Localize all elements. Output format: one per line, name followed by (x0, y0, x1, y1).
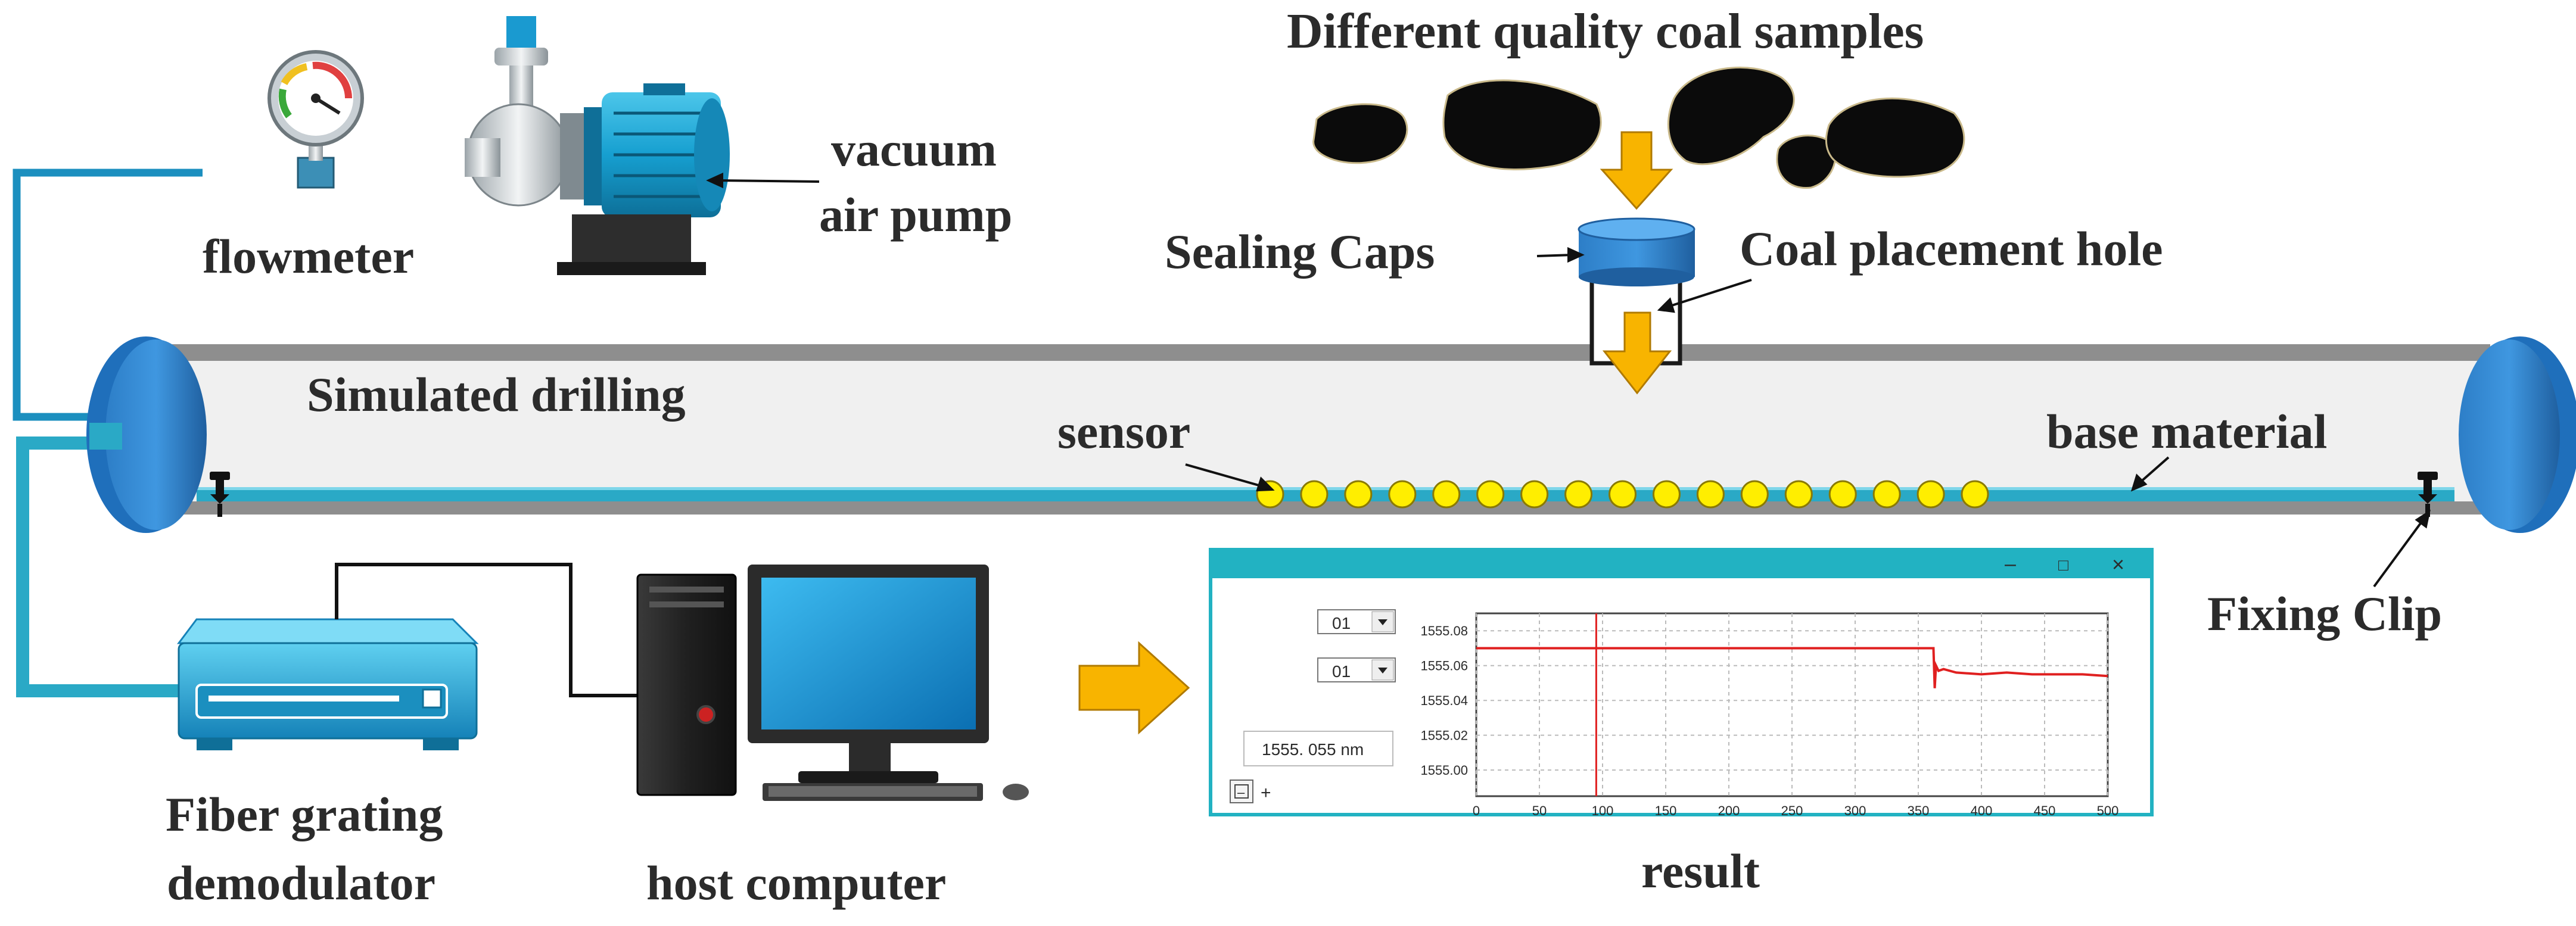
host-computer-icon (636, 565, 1029, 801)
fiber-grating-demodulator-icon (177, 618, 479, 750)
maximize-button[interactable]: □ (2058, 556, 2068, 574)
right-arrow-icon (1078, 641, 1190, 735)
y-tick-label: 1555.08 (1420, 623, 1468, 638)
pump-label-line2: air pump (819, 188, 1012, 242)
svg-text:01: 01 (1332, 662, 1351, 681)
page-title: Different quality coal samples (1287, 4, 1924, 59)
flowmeter-icon (267, 50, 364, 189)
sensor-node (1696, 480, 1725, 509)
data-cable (335, 563, 637, 697)
sealing-cap (1578, 217, 1695, 286)
zoom-out-button[interactable]: – (1230, 780, 1253, 803)
x-tick-label: 150 (1655, 803, 1677, 818)
demodulator-label-line1: Fiber grating (166, 787, 443, 841)
fixing-clip-label: Fixing Clip (2207, 587, 2442, 641)
wavelength-readout: 1555. 055 nm (1262, 740, 1364, 759)
y-tick-label: 1555.06 (1420, 659, 1468, 674)
down-arrow-icon (1602, 311, 1672, 395)
result-label: result (1641, 844, 1760, 898)
sensor-node (1917, 480, 1945, 509)
fiber-pipe (16, 437, 179, 697)
series-line (1476, 647, 2108, 688)
vacuum-pump-icon (465, 16, 730, 275)
x-tick-label: 100 (1592, 803, 1614, 818)
drilling-tube (86, 336, 2576, 533)
sensor-node (1652, 480, 1681, 509)
x-tick-label: 350 (1908, 803, 1930, 818)
x-tick-label: 500 (2097, 803, 2119, 818)
zoom-in-button[interactable]: + (1261, 783, 1271, 803)
sensor-array (1256, 480, 1989, 509)
sensor-node (1609, 480, 1637, 509)
pipes (13, 169, 203, 697)
leader-lines (706, 172, 2431, 588)
sensor-node (1961, 480, 1989, 509)
sensor-node (1872, 480, 1901, 509)
flowmeter-label: flowmeter (203, 229, 414, 283)
x-tick-label: 300 (1844, 803, 1866, 818)
x-tick-label: 450 (2034, 803, 2056, 818)
y-tick-label: 1555.04 (1420, 693, 1468, 708)
sensor-node (1740, 480, 1769, 509)
sensor-node (1344, 480, 1373, 509)
wavelength-readout-box (1243, 731, 1393, 766)
x-tick-label: 250 (1781, 803, 1803, 818)
coal-samples (1312, 67, 1965, 189)
x-tick-label: 200 (1718, 803, 1740, 818)
base-material-label: base material (2046, 404, 2327, 459)
svg-text:01: 01 (1332, 614, 1351, 632)
vacuum-pipe (13, 169, 203, 421)
simulated-drilling-label: Simulated drilling (307, 367, 686, 422)
pump-label-line1: vacuum (831, 122, 997, 176)
wavelength-plot: 0 50 100 150 200 250 300 350 400 450 500 1555.00 155… (1420, 612, 2119, 818)
plot-area (1475, 612, 2109, 797)
close-button[interactable]: × (2112, 552, 2124, 576)
y-tick-label: 1555.02 (1420, 728, 1468, 743)
sensor-node (1300, 480, 1329, 509)
x-tick-label: 50 (1532, 803, 1547, 818)
minimize-button[interactable]: – (2005, 553, 2016, 575)
sensor-node (1520, 480, 1549, 509)
sensor-node (1476, 480, 1505, 509)
sensor-node (1784, 480, 1813, 509)
channel-select-1[interactable]: 01 (1317, 609, 1396, 634)
coal-placement-hole-label: Coal placement hole (1740, 222, 2163, 276)
channel-select-2[interactable]: 01 (1317, 657, 1396, 682)
x-tick-label: 400 (1971, 803, 1993, 818)
sensor-label: sensor (1057, 404, 1190, 459)
sensor-node (1432, 480, 1461, 509)
svg-text:–: – (1237, 785, 1245, 800)
sealing-caps-label: Sealing Caps (1165, 225, 1435, 279)
fixing-clip-left (210, 472, 230, 517)
sensor-node (1388, 480, 1417, 509)
fixing-clip-right (2418, 472, 2438, 517)
demodulator-label-line2: demodulator (167, 856, 435, 910)
x-tick-label: 0 (1473, 803, 1480, 818)
svg-text:+: + (1261, 783, 1271, 803)
y-tick-label: 1555.00 (1420, 763, 1468, 778)
result-window: – □ × 01 01 1555. 055 nm – + 0 50 100 150 20… (1209, 548, 2154, 818)
sensor-node (1564, 480, 1593, 509)
down-arrow-icon (1600, 131, 1673, 210)
sensor-node (1828, 480, 1857, 509)
host-computer-label: host computer (646, 856, 946, 910)
